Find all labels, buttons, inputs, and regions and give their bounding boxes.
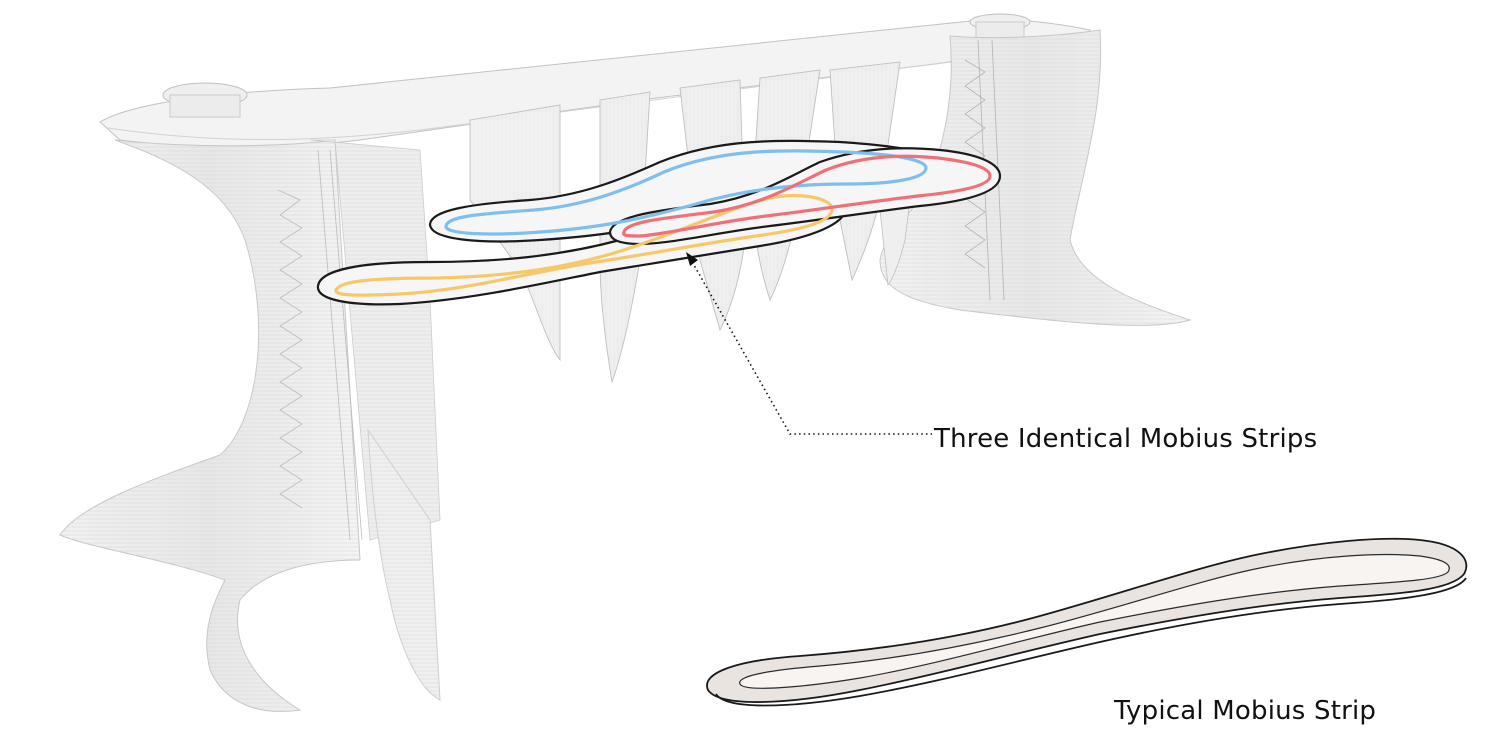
sky-deck <box>100 20 1090 148</box>
typical-mobius-strip <box>707 539 1466 706</box>
typical-mobius-strip-label: Typical Mobius Strip <box>1114 696 1376 726</box>
typical-strip-inner <box>740 555 1450 689</box>
three-mobius-strips-label: Three Identical Mobius Strips <box>934 424 1317 454</box>
building-structure <box>60 14 1190 711</box>
